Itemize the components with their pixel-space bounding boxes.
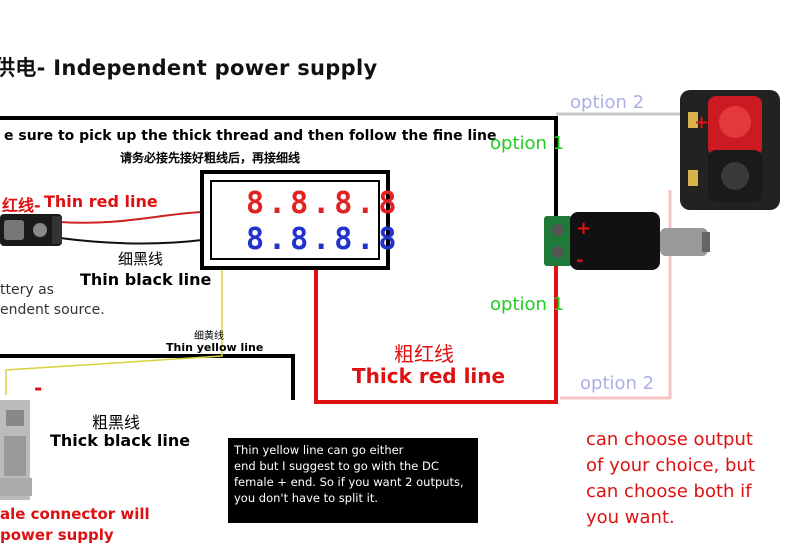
female-connector-note: ale connector will power supply xyxy=(0,505,150,544)
thick-red-wire xyxy=(314,260,558,404)
option-2-top-label: option 2 xyxy=(570,92,645,113)
option-2-bottom-label: option 2 xyxy=(580,373,655,394)
thick-red-line-label: Thick red line xyxy=(352,364,506,388)
dc-terminal-adapter-icon xyxy=(544,212,710,270)
battery-note: ttery as endent source. xyxy=(0,282,105,318)
meter-blue-digits: 8.8.8.8 xyxy=(246,222,401,257)
thick-red-line-zh: 粗红线 xyxy=(394,342,454,366)
page-title: 供电- Independent power supply xyxy=(0,56,378,80)
yellow-line-note-box: Thin yellow line can go either end but I… xyxy=(228,438,478,523)
thick-black-wire-lower xyxy=(0,354,295,400)
thin-yellow-line-label: Thin yellow line xyxy=(166,341,264,354)
option-1-top-label: option 1 xyxy=(490,133,565,154)
binding-post-plus-sign: + xyxy=(694,112,710,133)
thick-black-line-label: Thick black line xyxy=(50,431,191,450)
output-choice-note: can choose output of your choice, but ca… xyxy=(586,429,755,528)
jack-minus-sign: - xyxy=(34,376,43,400)
thick-black-wire xyxy=(0,116,558,226)
thin-black-line-zh: 细黑线 xyxy=(118,250,164,268)
option-1-mid-label: option 1 xyxy=(490,294,565,315)
instruction-chinese: 请务必接先接好粗线后，再接细线 xyxy=(120,151,301,165)
thick-black-line-zh: 粗黑线 xyxy=(92,413,141,432)
voltmeter-display: 8.8.8.8 8.8.8.8 xyxy=(200,170,396,270)
thin-black-wire xyxy=(59,237,203,245)
binding-posts-icon xyxy=(680,90,780,210)
battery-clip-icon xyxy=(0,214,62,246)
thin-red-line-zh: 红线- xyxy=(2,196,41,215)
option2-bottom-line xyxy=(560,190,672,400)
terminal-minus-sign: - xyxy=(576,250,584,271)
meter-red-digits: 8.8.8.8 xyxy=(246,186,401,221)
thin-black-line-label: Thin black line xyxy=(80,270,212,289)
instruction-english: e sure to pick up the thick thread and t… xyxy=(4,128,497,144)
meter-screen: 8.8.8.8 8.8.8.8 xyxy=(210,180,396,260)
terminal-plus-sign: + xyxy=(576,218,592,239)
thin-yellow-wire xyxy=(5,268,223,395)
thin-red-wire xyxy=(59,211,203,224)
dc-jack-icon xyxy=(0,400,32,500)
thin-red-line-label: Thin red line xyxy=(44,192,158,211)
thin-yellow-line-zh: 细黄线 xyxy=(194,331,224,342)
